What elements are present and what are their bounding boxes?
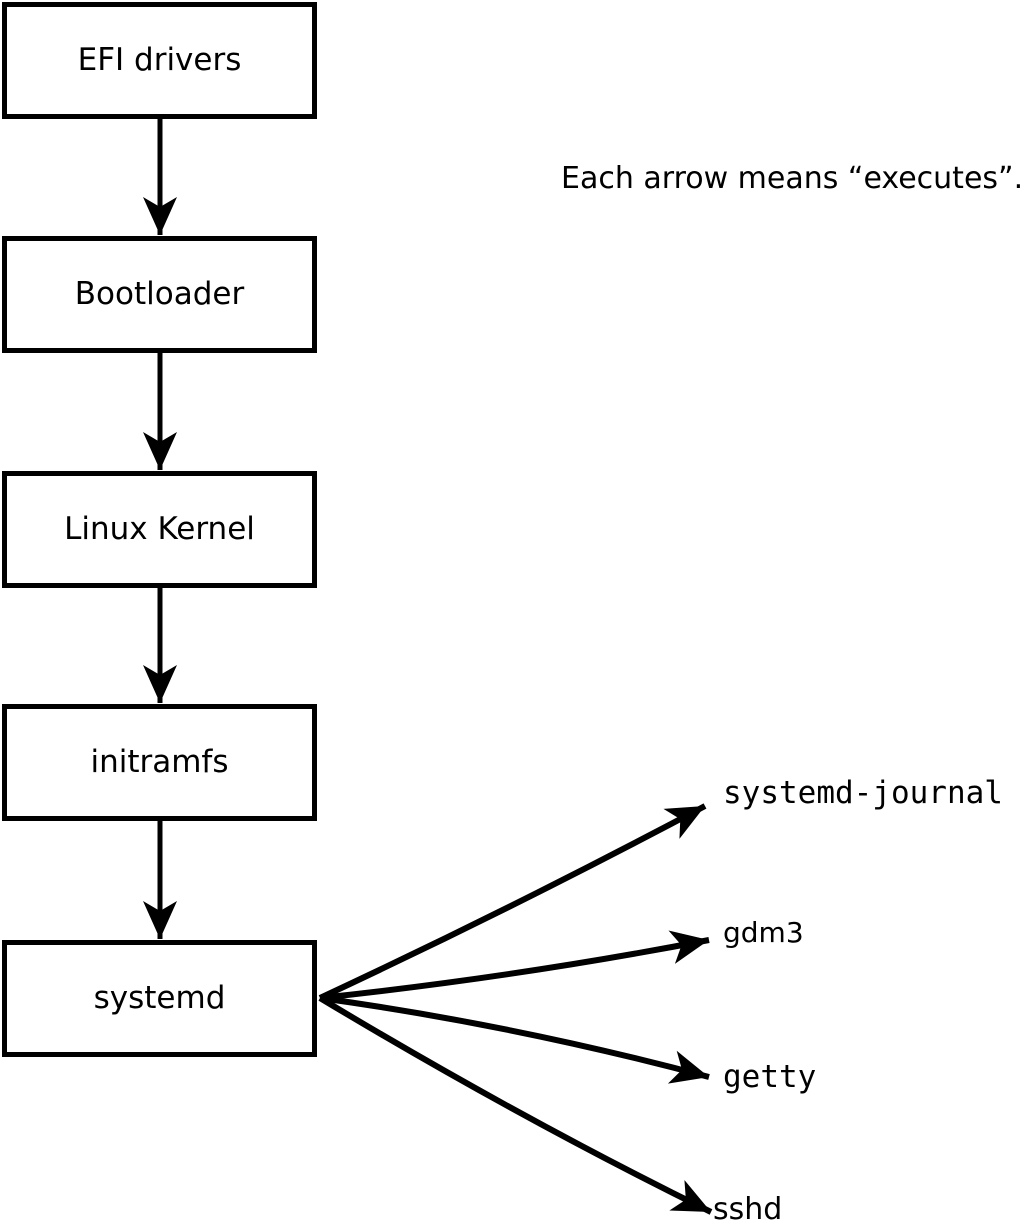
node-systemd-label: systemd [93,980,226,1016]
label-sshd: sshd [713,1192,783,1227]
node-initramfs-label: initramfs [90,744,229,780]
node-initramfs: initramfs [2,704,317,821]
node-efi-drivers: EFI drivers [2,2,317,119]
edge-systemd-to-gdm3 [319,930,710,1001]
edge-systemd-to-getty [319,995,710,1084]
node-efi-drivers-label: EFI drivers [77,42,242,78]
node-bootloader: Bootloader [2,236,317,353]
node-linux-kernel: Linux Kernel [2,471,317,588]
node-systemd: systemd [2,940,317,1057]
edge-systemd-to-systemd-journal [318,803,707,1001]
label-getty: getty [723,1059,817,1095]
edge-systemd-to-sshd [318,995,713,1215]
annotation-arrow-meaning: Each arrow means “executes”. [561,161,1023,196]
label-systemd-journal: systemd-journal [723,775,1003,811]
label-gdm3: gdm3 [723,916,804,949]
node-linux-kernel-label: Linux Kernel [64,511,255,547]
node-bootloader-label: Bootloader [74,276,245,312]
